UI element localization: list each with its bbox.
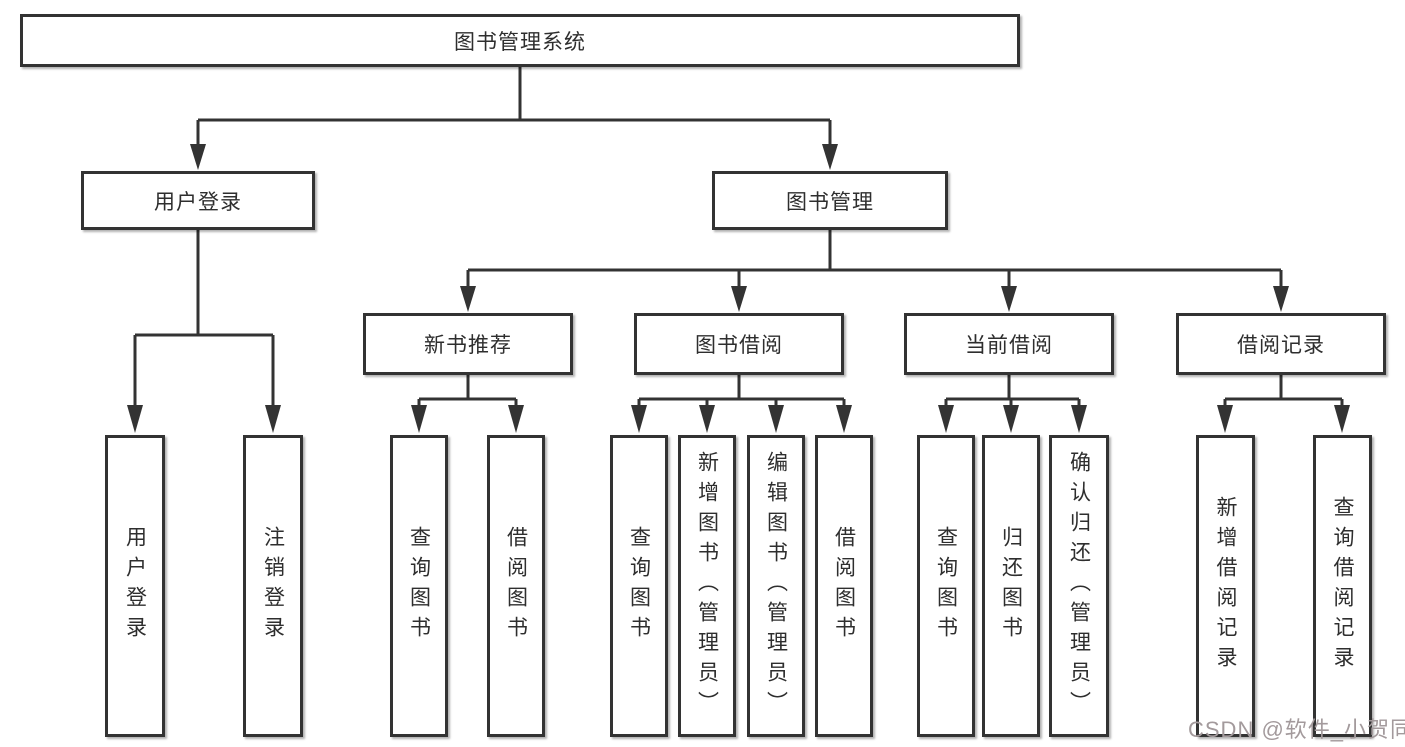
- node-label: 查询图书: [407, 526, 431, 646]
- arrowhead: [631, 405, 647, 433]
- arrowhead: [699, 405, 715, 433]
- node-label: 借阅图书: [504, 526, 528, 646]
- arrowhead: [731, 286, 747, 312]
- node-book-management: 图书管理: [712, 171, 948, 230]
- node-label: 图书管理系统: [454, 30, 586, 54]
- node-current-borrowing: 当前借阅: [904, 313, 1114, 375]
- leaf-query-books-1: 查询图书: [390, 435, 448, 737]
- csdn-watermark: CSDN @软件_小贺同学: [1188, 717, 1405, 742]
- arrowhead: [1273, 286, 1289, 312]
- node-label: 用户登录: [154, 190, 242, 214]
- node-user-login: 用户登录: [81, 171, 315, 230]
- node-label: 新书推荐: [424, 334, 512, 357]
- leaf-query-books-3: 查询图书: [917, 435, 975, 737]
- edge-bookmgmt-to-level3: [466, 228, 1283, 290]
- arrowhead: [768, 405, 784, 433]
- edge-newbooks-to-leaves: [417, 372, 518, 408]
- node-label: 借阅图书: [832, 526, 856, 646]
- leaf-add-borrow-record: 新增借阅记录: [1196, 435, 1255, 737]
- arrowhead: [460, 286, 476, 312]
- node-new-book-recommend: 新书推荐: [363, 313, 573, 375]
- leaf-add-books-admin: 新增图书（管理员）: [678, 435, 736, 737]
- edge-currentborrow-to-leaves: [944, 372, 1081, 408]
- leaf-user-login: 用户登录: [105, 435, 165, 737]
- arrowhead: [822, 144, 838, 170]
- node-label: 新增借阅记录: [1214, 496, 1237, 676]
- node-label: 新增图书（管理员）: [695, 451, 719, 721]
- edge-bookborrow-to-leaves: [637, 372, 846, 408]
- arrowhead: [1003, 405, 1019, 433]
- node-book-borrowing: 图书借阅: [634, 313, 844, 375]
- node-label: 归还图书: [999, 526, 1023, 646]
- node-label: 图书借阅: [695, 334, 783, 357]
- node-label: 注销登录: [261, 526, 285, 646]
- leaf-edit-books-admin: 编辑图书（管理员）: [747, 435, 805, 737]
- leaf-query-borrow-record: 查询借阅记录: [1313, 435, 1372, 737]
- edge-borrowrecords-to-leaves: [1223, 372, 1344, 408]
- node-label: 查询图书: [627, 526, 651, 646]
- node-label: 查询借阅记录: [1331, 496, 1354, 676]
- arrowhead: [836, 405, 852, 433]
- leaf-confirm-return-admin: 确认归还（管理员）: [1049, 435, 1109, 737]
- edge-root-to-level2: [196, 64, 832, 148]
- leaf-borrow-books-1: 借阅图书: [487, 435, 545, 737]
- arrowhead: [1217, 405, 1233, 433]
- leaf-logout: 注销登录: [243, 435, 303, 737]
- arrowhead: [938, 405, 954, 433]
- leaf-borrow-books-2: 借阅图书: [815, 435, 873, 737]
- arrowhead: [190, 144, 206, 170]
- node-label: 编辑图书（管理员）: [764, 451, 788, 721]
- leaf-return-books: 归还图书: [982, 435, 1040, 737]
- node-label: 用户登录: [123, 526, 147, 646]
- arrowhead: [1071, 405, 1087, 433]
- node-label: 当前借阅: [965, 334, 1053, 357]
- node-root-book-management-system: 图书管理系统: [20, 14, 1020, 67]
- arrowhead: [1334, 405, 1350, 433]
- node-label: 图书管理: [786, 190, 874, 214]
- edge-userlogin-to-leaves: [133, 228, 275, 408]
- leaf-query-books-2: 查询图书: [610, 435, 668, 737]
- node-borrowing-records: 借阅记录: [1176, 313, 1386, 375]
- arrowhead: [411, 405, 427, 433]
- node-label: 查询图书: [934, 526, 958, 646]
- arrowhead: [265, 405, 281, 433]
- arrowhead: [127, 405, 143, 433]
- arrowhead: [1001, 286, 1017, 312]
- arrowhead: [508, 405, 524, 433]
- node-label: 确认归还（管理员）: [1067, 451, 1091, 721]
- node-label: 借阅记录: [1237, 334, 1325, 357]
